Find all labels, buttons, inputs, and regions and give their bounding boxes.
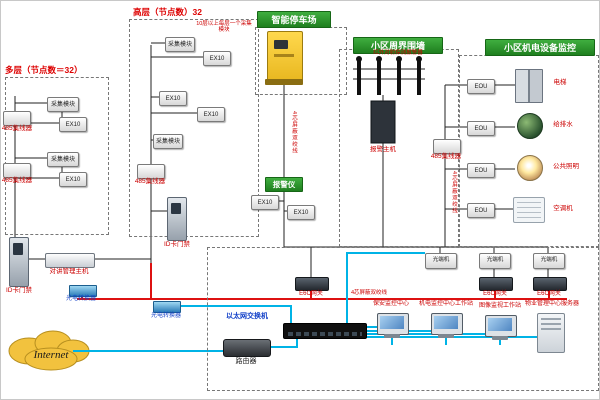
ethernet-switch-label: 以太网交换机 xyxy=(226,313,268,320)
cable-note: 4芯屏蔽双绞线 xyxy=(350,290,388,296)
hub485-box xyxy=(3,163,31,178)
fiber-converter-label: 光电转换器 xyxy=(65,296,96,302)
alarm-host-label: 报警主机 xyxy=(370,146,396,153)
e6c-gateway-icon xyxy=(295,277,329,291)
e6c-gateway-icon xyxy=(533,277,567,291)
cable-note: 4芯屏蔽双绞线 xyxy=(291,111,297,155)
collector-box: 采集模块 xyxy=(165,37,195,52)
fiber-converter-label: 光电转换器 xyxy=(150,313,181,319)
workstation-icon xyxy=(375,313,409,345)
hub485-label: 485集线器 xyxy=(1,177,33,184)
ex10-box: EX10 xyxy=(59,172,87,187)
hub485-box xyxy=(3,111,31,126)
fiber-converter-icon xyxy=(69,285,97,297)
workstation-label: 图像监视工作站 xyxy=(478,303,521,309)
eou-box: EOU xyxy=(467,121,495,136)
ex10-box: EX10 xyxy=(203,51,231,66)
internet-cloud-icon: Internet xyxy=(8,330,90,371)
group-management-center xyxy=(207,247,599,391)
collector-box: 采集模块 xyxy=(47,97,79,112)
eou-box: EOU xyxy=(467,163,495,178)
water-pump-icon xyxy=(517,113,543,139)
group-multistory xyxy=(5,77,109,235)
ex10-box: EX10 xyxy=(287,205,315,220)
e6c-gateway-label: E6C网关 xyxy=(299,291,323,297)
collector-box: 采集模块 xyxy=(153,134,183,149)
ac-unit-icon xyxy=(513,197,545,223)
ir-detector-note: 红外对射探测报警器 xyxy=(373,50,423,56)
hub485-label: 485集线器 xyxy=(430,153,462,160)
monitor-screen xyxy=(380,316,404,329)
monitor-screen xyxy=(434,316,458,329)
parking-terminal-base xyxy=(265,79,303,85)
hub485-box xyxy=(433,139,461,154)
ex10-box: EX10 xyxy=(197,107,225,122)
switch-ports xyxy=(288,332,362,336)
elevator-label: 电梯 xyxy=(553,79,567,86)
hub485-label: 485集线器 xyxy=(134,178,166,185)
mech-title: 小区机电设备监控 xyxy=(485,39,595,56)
workstation-icon xyxy=(429,313,463,345)
multistory-title: 多层（节点数＝32） xyxy=(5,65,83,75)
server-slots xyxy=(541,318,561,330)
ex10-box: EX10 xyxy=(159,91,187,106)
highrise-note: 10层以上每层一个采集模块 xyxy=(196,21,252,34)
server-label: 物业管理中心服务器 xyxy=(525,301,580,307)
group-highrise xyxy=(129,19,259,237)
server-icon xyxy=(537,313,565,353)
ac-label: 空调机 xyxy=(553,205,573,212)
parking-title: 智能停车场 xyxy=(257,11,331,28)
e6c-gateway-icon xyxy=(479,277,513,291)
e6c-gateway-label: E6C网关 xyxy=(537,291,561,297)
mgmt-host-label: 对讲管理主机 xyxy=(49,268,89,275)
hub485-box xyxy=(137,164,165,179)
highrise-title: 高层（节点数）32 xyxy=(133,7,202,17)
elevator-icon xyxy=(515,69,543,103)
alarm-host-icon xyxy=(370,100,396,144)
cable-note: 4芯屏蔽双绞线 xyxy=(451,171,457,215)
id-door-label: ID卡门禁 xyxy=(6,287,32,294)
internet-label: Internet xyxy=(33,349,70,361)
ac-vents xyxy=(517,202,541,218)
workstation-label: 保安监控中心 xyxy=(372,301,409,307)
fiber-converter-icon xyxy=(153,301,181,313)
workstation-label: 机电监控中心工作站 xyxy=(418,301,473,307)
intercom-management-host-icon xyxy=(45,253,95,268)
optical-terminal-box: 光端机 xyxy=(479,253,511,269)
eou-box: EOU xyxy=(467,203,495,218)
workstation-icon xyxy=(483,315,517,347)
router-icon xyxy=(223,339,271,357)
optical-terminal-box: 光端机 xyxy=(533,253,565,269)
monitor-base xyxy=(492,336,508,340)
water-label: 给排水 xyxy=(553,121,573,128)
lighting-label: 公共照明 xyxy=(553,163,579,170)
e6c-gateway-label: E6C网关 xyxy=(483,291,507,297)
ex10-box: EX10 xyxy=(59,117,87,132)
ir-post-icons xyxy=(356,56,422,95)
bus-wires-red xyxy=(77,263,567,300)
router-label: 路由器 xyxy=(235,358,257,365)
collector-box: 采集模块 xyxy=(47,152,79,167)
hub485-label: 485集线器 xyxy=(1,125,33,132)
intercom-screen xyxy=(13,243,23,255)
parking-terminal-icon xyxy=(267,31,303,83)
ex10-box: EX10 xyxy=(251,195,279,210)
alarm-unit-label: 报警仪 xyxy=(265,177,303,192)
parking-screen xyxy=(274,40,288,49)
eou-box: EOU xyxy=(467,79,495,94)
id-door-label: ID卡门禁 xyxy=(164,241,190,248)
monitor-screen xyxy=(488,318,512,331)
monitor-base xyxy=(438,334,454,338)
parking-ticket-slot xyxy=(274,54,294,57)
monitor-base xyxy=(384,334,400,338)
lighting-icon xyxy=(517,155,543,181)
optical-terminal-box: 光端机 xyxy=(425,253,457,269)
intercom-screen xyxy=(171,203,181,214)
ethernet-switch-icon xyxy=(283,323,367,339)
perimeter-title: 小区周界围墙 xyxy=(353,37,443,54)
